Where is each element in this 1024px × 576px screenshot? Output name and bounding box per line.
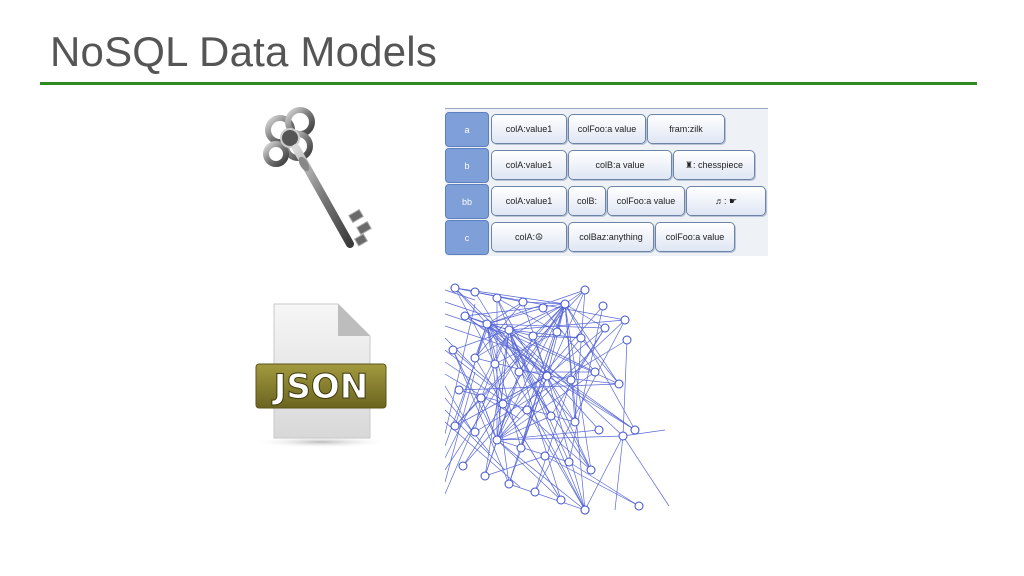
graph-node bbox=[566, 375, 576, 385]
graph-node bbox=[590, 367, 600, 377]
graph-node bbox=[630, 425, 640, 435]
table-row: a colA:value1 colFoo:a value fram:zilk bbox=[445, 112, 768, 147]
column-cell: colB:a value bbox=[568, 150, 672, 180]
title-underline bbox=[40, 82, 977, 85]
graph-node bbox=[492, 293, 502, 303]
json-label: JSON bbox=[272, 367, 369, 407]
column-cell: colFoo:a value bbox=[568, 114, 646, 144]
graph-node bbox=[560, 299, 570, 309]
graph-network-icon bbox=[445, 283, 670, 515]
json-file-icon: JSON bbox=[251, 303, 391, 448]
graph-node bbox=[448, 345, 458, 355]
row-key: a bbox=[445, 112, 489, 147]
row-key: bb bbox=[445, 184, 489, 219]
graph-node bbox=[600, 323, 610, 333]
graph-node bbox=[458, 461, 468, 471]
graph-node bbox=[470, 427, 480, 437]
graph-node bbox=[492, 435, 502, 445]
graph-node bbox=[450, 283, 460, 293]
graph-node bbox=[538, 303, 548, 313]
column-cell: colA:value1 bbox=[491, 186, 567, 216]
graph-node bbox=[594, 425, 604, 435]
table-row: b colA:value1 colB:a value ♜: chesspiece bbox=[445, 148, 768, 183]
graph-node bbox=[540, 451, 550, 461]
column-cell: ♜: chesspiece bbox=[673, 150, 755, 180]
graph-node bbox=[460, 311, 470, 321]
column-cell: ♬: ☛ bbox=[686, 186, 766, 216]
table-row: c colA:☮ colBaz:anything colFoo:a value bbox=[445, 220, 768, 255]
graph-node bbox=[498, 399, 508, 409]
graph-node bbox=[514, 367, 524, 377]
column-cell: colB: bbox=[568, 186, 606, 216]
column-cell: colBaz:anything bbox=[568, 222, 654, 252]
graph-node bbox=[564, 457, 574, 467]
graph-node bbox=[542, 371, 552, 381]
graph-node bbox=[450, 421, 460, 431]
graph-node bbox=[622, 335, 632, 345]
column-cell: colFoo:a value bbox=[607, 186, 685, 216]
graph-node bbox=[518, 297, 528, 307]
slide-title: NoSQL Data Models bbox=[50, 28, 438, 75]
skeleton-key-icon bbox=[263, 107, 372, 248]
graph-node bbox=[618, 431, 628, 441]
graph-node bbox=[470, 287, 480, 297]
graph-node bbox=[634, 501, 644, 511]
table-row: bb colA:value1 colB: colFoo:a value ♬: ☛ bbox=[445, 184, 768, 219]
column-cell: colA:value1 bbox=[491, 150, 567, 180]
graph-node bbox=[614, 379, 624, 389]
graph-node bbox=[580, 505, 590, 515]
graph-node bbox=[576, 333, 586, 343]
graph-node bbox=[490, 359, 500, 369]
graph-node bbox=[580, 285, 590, 295]
graph-node bbox=[598, 301, 608, 311]
column-cell: fram:zilk bbox=[647, 114, 725, 144]
graph-node bbox=[522, 405, 532, 415]
column-cell: colFoo:a value bbox=[655, 222, 735, 252]
graph-node bbox=[552, 327, 562, 337]
row-key: b bbox=[445, 148, 489, 183]
graph-node bbox=[470, 353, 480, 363]
graph-node bbox=[480, 471, 490, 481]
row-key: c bbox=[445, 220, 489, 255]
graph-node bbox=[530, 487, 540, 497]
column-family-table: a colA:value1 colFoo:a value fram:zilk b… bbox=[445, 108, 768, 256]
graph-node bbox=[504, 479, 514, 489]
graph-node bbox=[528, 331, 538, 341]
graph-node bbox=[620, 315, 630, 325]
graph-node bbox=[504, 325, 514, 335]
graph-node bbox=[586, 465, 596, 475]
graph-node bbox=[556, 495, 566, 505]
column-cell: colA:value1 bbox=[491, 114, 567, 144]
graph-node bbox=[570, 417, 580, 427]
column-cell: colA:☮ bbox=[491, 222, 567, 252]
graph-node bbox=[482, 319, 492, 329]
graph-node bbox=[454, 385, 464, 395]
graph-node bbox=[546, 411, 556, 421]
graph-node bbox=[516, 443, 526, 453]
graph-node bbox=[476, 393, 486, 403]
